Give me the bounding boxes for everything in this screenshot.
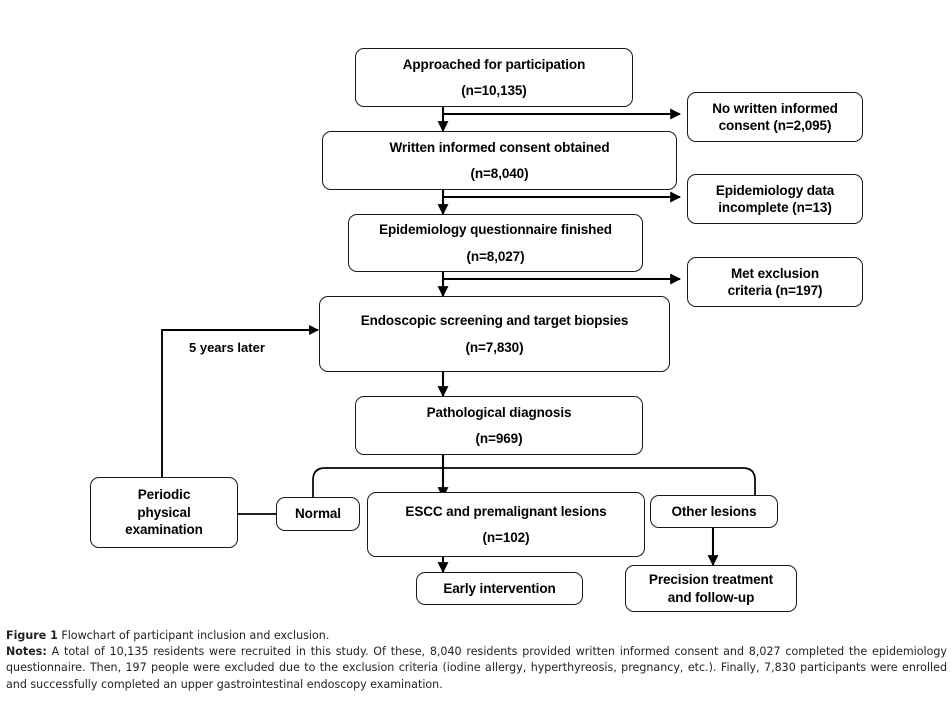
- node-normal-label: Normal: [295, 506, 341, 522]
- node-periodic-line2: physical: [137, 504, 191, 520]
- figure-title-text: Flowchart of participant inclusion and e…: [61, 629, 330, 642]
- node-epidemiology-data-incomplete[interactable]: Epidemiology data incomplete (n=13): [687, 174, 863, 224]
- figure-notes-line: Notes: A total of 10,135 residents were …: [6, 644, 947, 693]
- node-endoscopic-line2: (n=7,830): [465, 339, 524, 355]
- figure-title-line: Figure 1 Flowchart of participant inclus…: [6, 628, 947, 644]
- node-excluded-line2: criteria (n=197): [727, 283, 823, 298]
- node-other-lesions[interactable]: Other lesions: [650, 495, 778, 528]
- node-pathological-line2: (n=969): [475, 431, 523, 446]
- node-no-consent-line2: consent (n=2,095): [718, 118, 832, 133]
- notes-label: Notes:: [6, 645, 47, 659]
- node-periodic-line1: Periodic: [137, 487, 191, 503]
- node-escc-premalignant-lesions[interactable]: ESCC and premalignant lesions (n=102): [367, 492, 645, 557]
- node-incomplete-line2: incomplete (n=13): [718, 200, 832, 215]
- node-escc-line2: (n=102): [482, 530, 530, 545]
- figure-label: Figure 1: [6, 629, 58, 642]
- node-approached-for-participation[interactable]: Approached for participation (n=10,135): [355, 48, 633, 107]
- node-written-informed-consent[interactable]: Written informed consent obtained (n=8,0…: [322, 131, 677, 190]
- node-met-exclusion-criteria[interactable]: Met exclusion criteria (n=197): [687, 257, 863, 307]
- figure-caption: Figure 1 Flowchart of participant inclus…: [6, 628, 947, 693]
- node-excluded-line1: Met exclusion: [731, 265, 819, 281]
- edge-label-five-years-later: 5 years later: [189, 340, 265, 355]
- node-precision-line1: Precision treatment: [648, 572, 774, 587]
- node-periodic-physical-examination[interactable]: Periodic physical examination: [90, 477, 238, 548]
- node-endoscopic-line1: Endoscopic screening and target biopsies: [360, 313, 629, 328]
- node-endoscopic-screening[interactable]: Endoscopic screening and target biopsies…: [319, 296, 670, 372]
- node-no-written-consent[interactable]: No written informed consent (n=2,095): [687, 92, 863, 142]
- node-early-label: Early intervention: [443, 580, 556, 596]
- node-precision-treatment-followup[interactable]: Precision treatment and follow-up: [625, 565, 797, 612]
- node-escc-line1: ESCC and premalignant lesions: [405, 503, 607, 519]
- flowchart-connectors: [161, 107, 756, 574]
- node-precision-line2: and follow-up: [667, 589, 755, 605]
- node-questionnaire-line1: Epidemiology questionnaire finished: [379, 222, 612, 237]
- node-pathological-diagnosis[interactable]: Pathological diagnosis (n=969): [355, 396, 643, 455]
- node-other-lesions-label: Other lesions: [671, 503, 757, 519]
- node-epidemiology-questionnaire[interactable]: Epidemiology questionnaire finished (n=8…: [348, 214, 643, 272]
- node-periodic-line3: examination: [125, 522, 203, 538]
- node-consent-line2: (n=8,040): [470, 166, 529, 181]
- node-early-intervention[interactable]: Early intervention: [416, 572, 583, 605]
- notes-text: A total of 10,135 residents were recruit…: [6, 645, 947, 691]
- node-no-consent-line1: No written informed: [712, 100, 838, 116]
- node-approached-line2: (n=10,135): [461, 83, 527, 98]
- node-approached-line1: Approached for participation: [402, 56, 586, 72]
- node-normal[interactable]: Normal: [276, 497, 360, 531]
- node-incomplete-line1: Epidemiology data: [715, 182, 835, 198]
- node-pathological-line1: Pathological diagnosis: [426, 404, 572, 420]
- node-questionnaire-line2: (n=8,027): [466, 248, 525, 264]
- node-consent-line1: Written informed consent obtained: [389, 139, 610, 155]
